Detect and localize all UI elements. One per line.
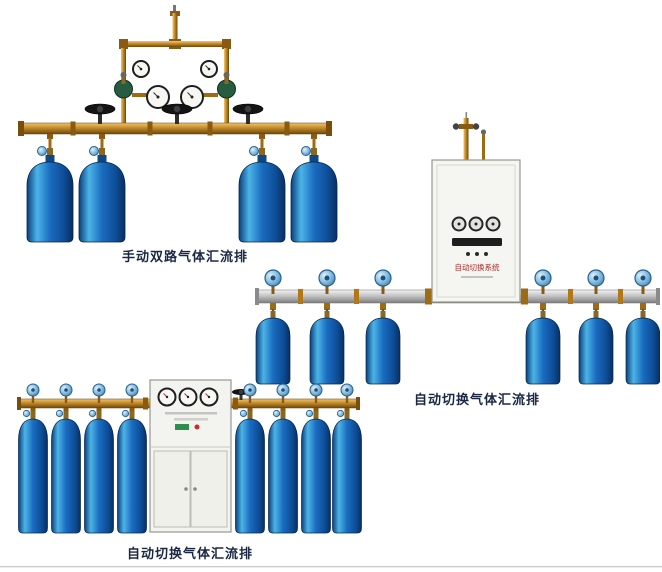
cylinder-station	[78, 134, 126, 243]
pressure-gauge-icon	[132, 60, 150, 78]
gas-cylinder	[26, 146, 74, 243]
gas-cylinder	[255, 310, 291, 385]
bottom-divider	[0, 566, 662, 568]
auto-switch-manifold-figure-bottom	[15, 375, 362, 547]
pressure-gauge-icon	[199, 387, 219, 407]
caption-manual-dual-manifold: 手动双路气体汇流排	[121, 250, 248, 265]
cabinet-fine-print	[165, 412, 217, 415]
door-handle	[193, 487, 197, 491]
indicator-light	[484, 252, 488, 256]
cylinder-station	[309, 269, 345, 385]
manual-dual-manifold-figure	[10, 5, 340, 255]
pressure-gauge-icon	[451, 216, 467, 232]
gas-cylinder	[578, 310, 614, 385]
pressure-regulator-left	[114, 60, 170, 109]
gas-cylinder	[78, 146, 126, 243]
handwheel-valve-icon	[161, 103, 193, 125]
cabinet-fine-print	[174, 418, 208, 421]
control-cabinet	[149, 379, 232, 533]
cabinet-label: 自动切换系统	[455, 262, 500, 272]
indicator-light	[194, 424, 200, 430]
pressure-regulator-right	[180, 60, 236, 109]
cylinder-station	[625, 269, 660, 385]
pressure-gauge-icon	[485, 216, 501, 232]
auto-switch-manifold-illustration-bottom	[17, 379, 362, 547]
pressure-gauge-icon	[200, 60, 218, 78]
cylinder-station	[238, 134, 286, 243]
cylinder-station	[255, 269, 291, 385]
gas-cylinder	[365, 310, 401, 385]
cabinet-top-piping	[452, 112, 487, 162]
cylinder-station	[578, 269, 614, 385]
cabinet-door-left	[153, 450, 191, 528]
gas-cylinder	[525, 310, 561, 385]
cylinder-station	[290, 134, 338, 243]
auto-switch-manifold-illustration: 自动切换系统	[255, 112, 660, 385]
auto-switch-manifold-figure: 自动切换系统	[255, 112, 660, 392]
cylinder-station	[26, 134, 74, 243]
indicator-light	[466, 252, 470, 256]
cylinder-station	[525, 269, 561, 385]
pressure-gauge-icon	[468, 216, 484, 232]
caption-auto-switch-manifold-right: 自动切换气体汇流排	[413, 393, 540, 408]
caption-auto-switch-manifold-bottom: 自动切换气体汇流排	[126, 547, 253, 562]
indicator-light	[475, 252, 479, 256]
pressure-gauge-icon	[146, 85, 170, 109]
cylinder-station	[365, 269, 401, 385]
control-cabinet: 自动切换系统	[431, 159, 521, 303]
manual-dual-manifold-illustration	[18, 5, 338, 243]
cabinet-fine-print	[461, 276, 493, 278]
gas-cylinder	[625, 310, 660, 385]
gas-cylinder	[309, 310, 345, 385]
pressure-gauge-icon	[178, 387, 198, 407]
handwheel-valve-icon	[84, 103, 116, 125]
cabinet-vent-slot	[452, 238, 502, 246]
door-handle	[184, 487, 188, 491]
status-badge	[175, 424, 189, 430]
cabinet-door-right	[190, 450, 228, 528]
pressure-gauge-icon	[157, 387, 177, 407]
